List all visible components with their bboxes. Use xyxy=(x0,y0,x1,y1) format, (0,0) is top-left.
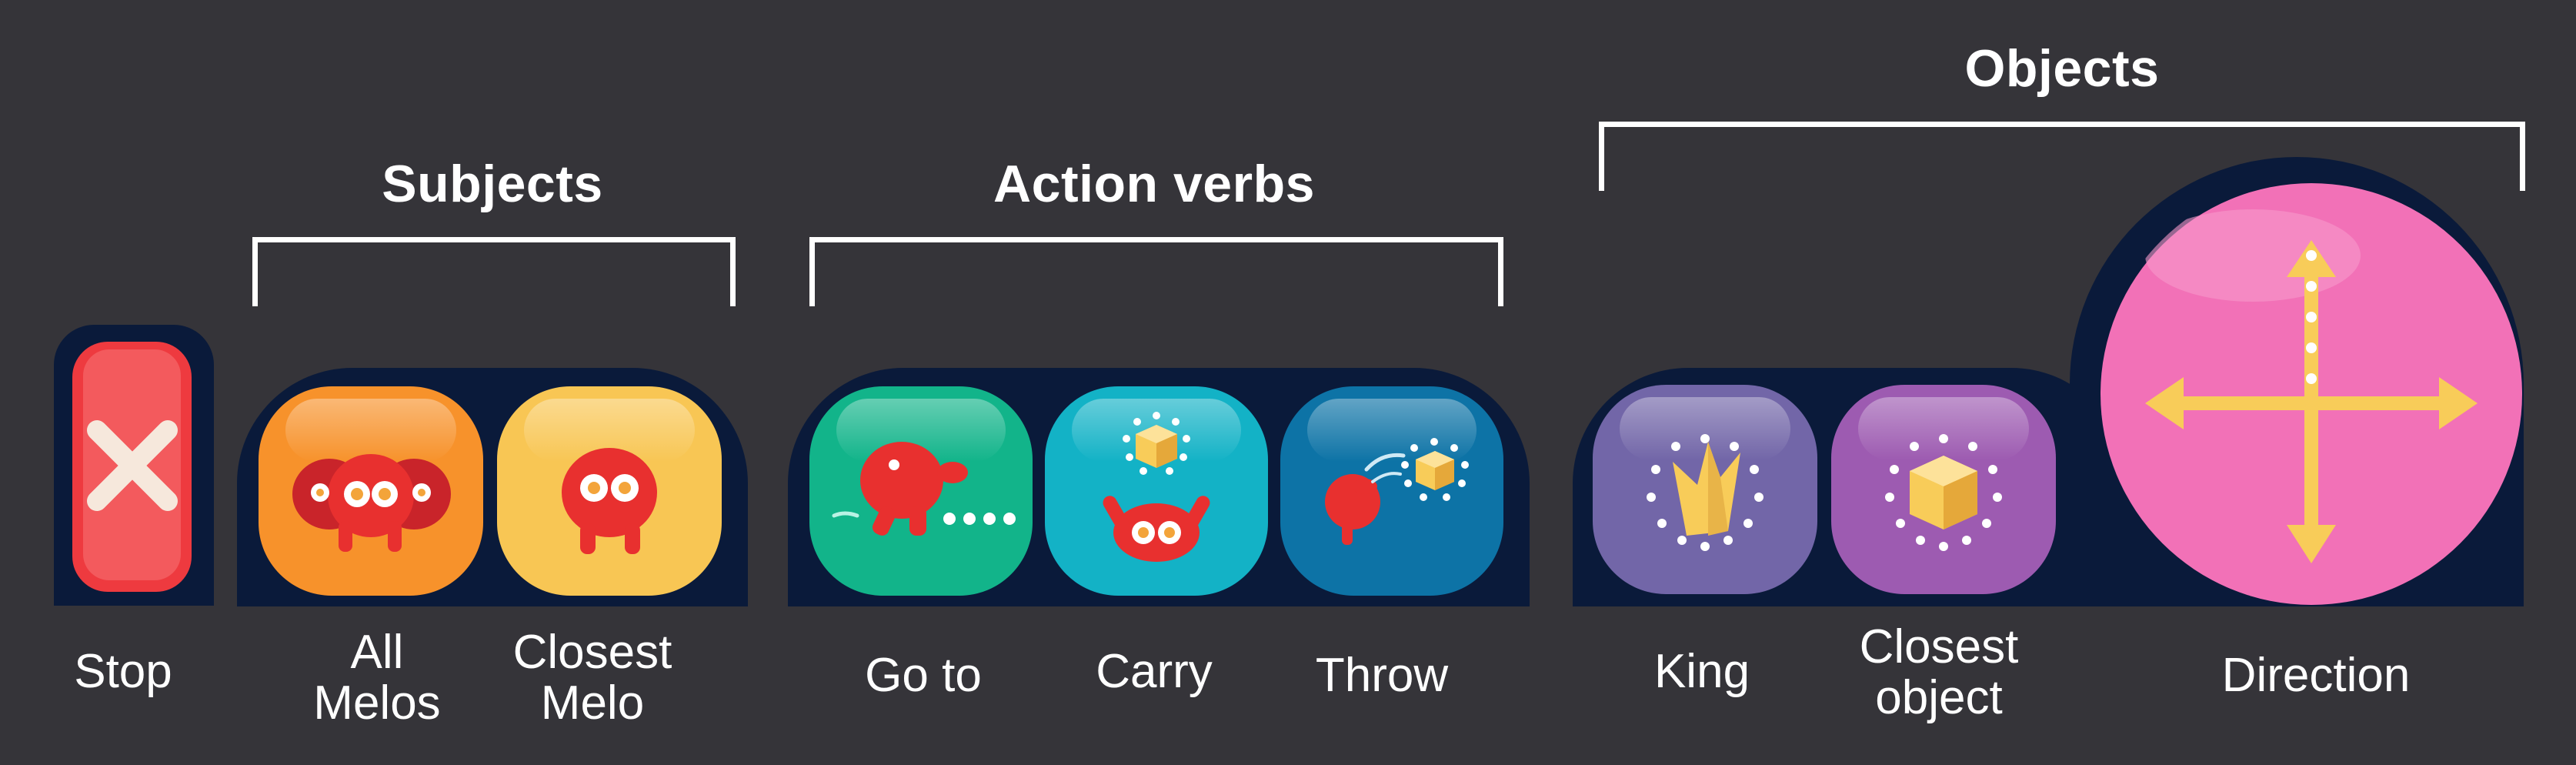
throw-button[interactable] xyxy=(1280,386,1503,596)
crown-icon xyxy=(1647,434,1763,551)
cube-icon xyxy=(1885,434,2002,551)
group-title-action-verbs: Action verbs xyxy=(993,155,1315,213)
tile-shine xyxy=(1858,397,2029,460)
closest-object-label-line1: Closest xyxy=(1859,620,2019,673)
direction-button[interactable] xyxy=(2099,179,2524,606)
closest-object-label: Closest object xyxy=(1831,622,2047,723)
stop-label: Stop xyxy=(74,645,172,698)
walk-icon xyxy=(832,442,1016,536)
carry-button[interactable] xyxy=(1045,386,1268,596)
closest-melo-button[interactable] xyxy=(497,386,722,596)
king-label: King xyxy=(1653,645,1750,698)
closest-melo-label-line2: Melo xyxy=(540,676,645,730)
throw-label: Throw xyxy=(1315,649,1449,702)
direction-label: Direction xyxy=(2221,649,2411,702)
carry-icon xyxy=(1103,412,1210,562)
stop-button[interactable] xyxy=(72,342,192,592)
all-melos-button[interactable] xyxy=(259,386,483,596)
go-to-button[interactable] xyxy=(809,386,1033,596)
close-icon xyxy=(83,349,181,580)
bracket-action-verbs xyxy=(809,237,1503,306)
tile-shine xyxy=(285,399,456,462)
tile-shine xyxy=(1620,397,1790,460)
closest-object-button[interactable] xyxy=(1831,385,2056,594)
melo-icon xyxy=(562,448,657,554)
closest-melo-label: Closest Melo xyxy=(492,627,692,729)
closest-object-label-line2: object xyxy=(1875,671,2003,724)
group-title-subjects: Subjects xyxy=(382,155,603,213)
bracket-subjects xyxy=(252,237,736,306)
all-melos-label-line1: All xyxy=(350,626,404,679)
melo-group-icon xyxy=(292,454,451,552)
closest-melo-label-line1: Closest xyxy=(512,626,672,679)
direction-arrows-icon xyxy=(2101,183,2522,605)
group-title-objects: Objects xyxy=(1964,39,2160,98)
tile-shine xyxy=(1306,399,1477,462)
bracket-objects xyxy=(1599,122,2525,191)
carry-label: Carry xyxy=(1096,645,1213,698)
throw-icon xyxy=(1325,438,1469,545)
go-to-label: Go to xyxy=(865,649,982,702)
king-button[interactable] xyxy=(1593,385,1817,594)
all-melos-label-line2: Melos xyxy=(313,676,441,730)
all-melos-label: All Melos xyxy=(277,627,477,729)
